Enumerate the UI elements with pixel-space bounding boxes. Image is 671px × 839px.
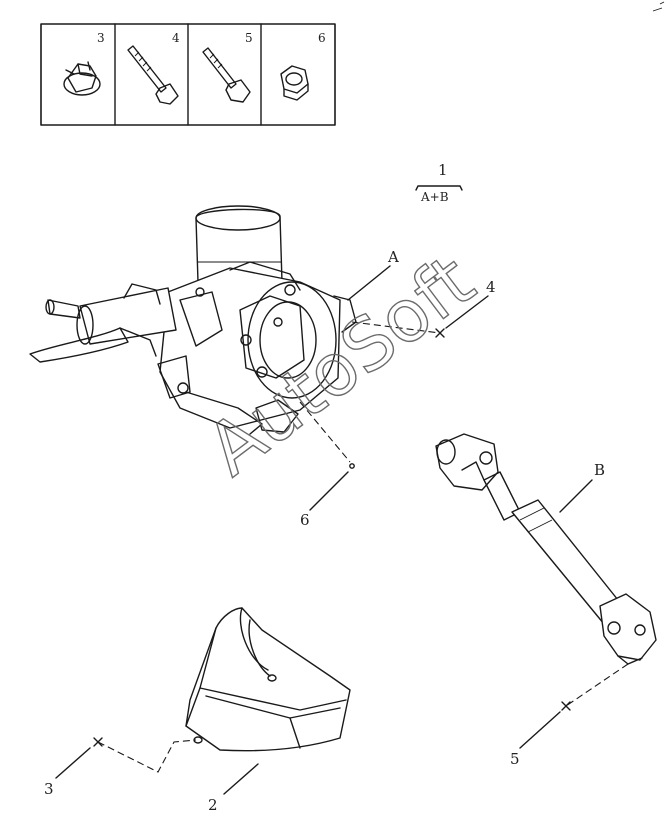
callout-label-3: 3 [44,780,54,798]
callout-label-6: 6 [300,511,310,529]
steering-column-assembly [29,205,357,435]
svg-text:A+B: A+B [420,190,449,204]
parts-legend: 3 4 5 6 [40,23,336,126]
long-bolt-icon [127,45,179,105]
callout-label-A: A [387,248,399,266]
assembly-label: 1 A+B [415,161,463,204]
callout-label-B: B [594,461,605,479]
callout-label-5: 5 [510,750,520,768]
clip-nut-icon [63,61,101,96]
legend-num-6: 6 [318,31,326,45]
callout-leaders [55,265,629,795]
intermediate-shaft-assembly [435,433,657,665]
legend-num-5: 5 [245,31,253,45]
legend-num-3: 3 [97,31,105,45]
short-bolt-icon [202,47,251,103]
hex-nut-icon [280,65,309,101]
corner-mark [652,1,665,12]
column-cover [185,607,351,752]
callout-label-2: 2 [208,796,218,814]
svg-text:1: 1 [438,161,448,179]
callout-label-4: 4 [486,278,496,296]
legend-num-4: 4 [172,31,180,45]
